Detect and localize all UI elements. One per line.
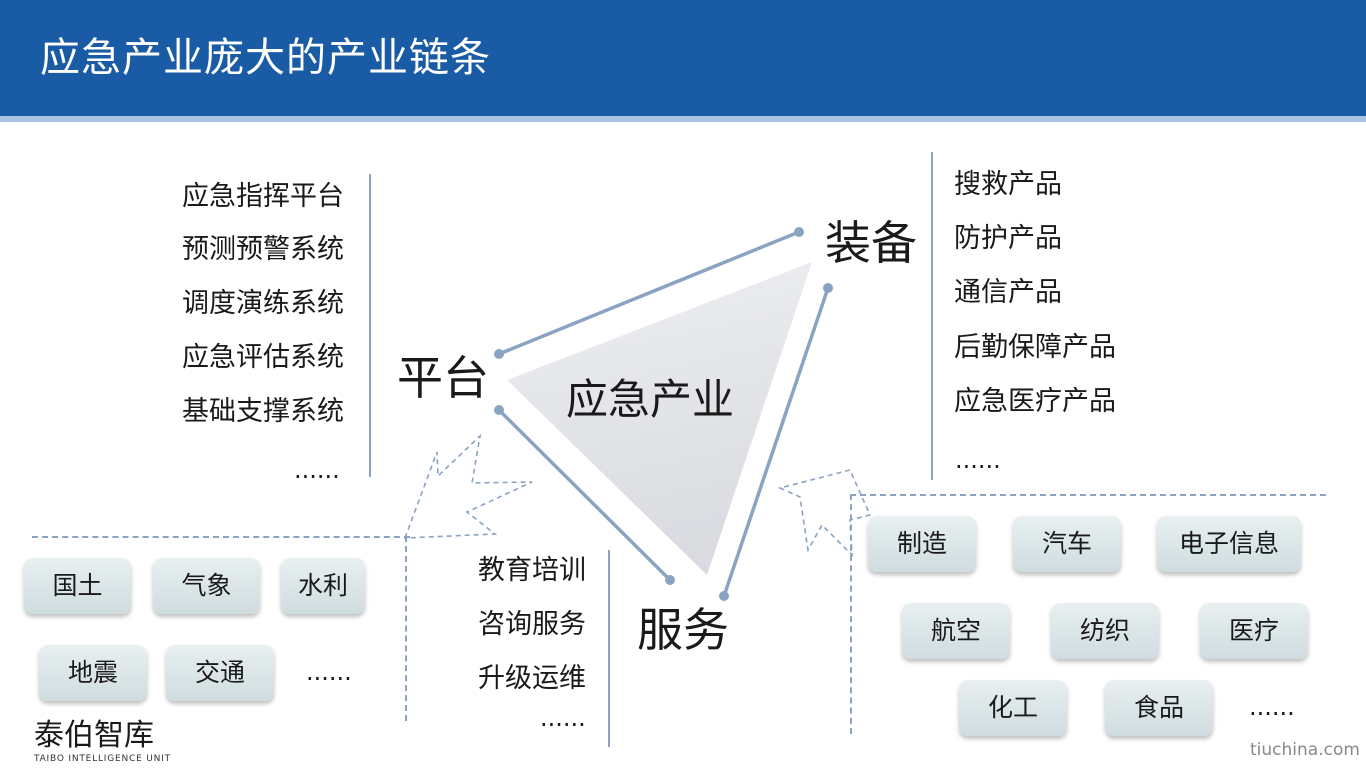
page-title: 应急产业庞大的产业链条	[40, 35, 491, 81]
center-label: 应急产业	[566, 375, 735, 424]
equipment-item: 通信产品	[954, 277, 1062, 308]
connector-dot	[494, 405, 504, 415]
industry-box: 电子信息	[1157, 516, 1301, 572]
equipment-item: ......	[955, 446, 1001, 474]
service-divider	[608, 550, 610, 747]
equipment-item: 防护产品	[954, 223, 1062, 254]
industry-box: 汽车	[1013, 516, 1121, 572]
platform-divider	[369, 174, 371, 477]
service-item: 咨询服务	[478, 609, 586, 640]
dashed-arrow-right	[777, 469, 872, 558]
equipment-item: 应急医疗产品	[954, 386, 1116, 417]
right-dashed-border	[850, 494, 1326, 496]
platform-item: 基础支撑系统	[182, 396, 344, 427]
industry-box: 食品	[1105, 680, 1213, 736]
header-bar	[0, 0, 1366, 116]
equipment-item: 后勤保障产品	[954, 332, 1116, 363]
watermark: tiuchina.com	[1250, 740, 1360, 760]
connector-dot	[719, 591, 729, 601]
industry-box: 气象	[153, 558, 260, 614]
connector-dot	[665, 575, 675, 585]
industry-box: 航空	[902, 603, 1010, 659]
right-dashed-border	[850, 494, 852, 734]
connector-dot	[794, 227, 804, 237]
connector-dot	[823, 283, 833, 293]
brand-subtitle: TAIBO INTELLIGENCE UNIT	[34, 754, 171, 764]
connector-equipment-service	[722, 287, 830, 597]
center-triangle	[507, 262, 812, 575]
platform-item: 应急指挥平台	[182, 181, 344, 212]
industry-box: 国土	[24, 558, 131, 614]
node-platform: 平台	[397, 351, 489, 405]
connector-platform-equipment	[498, 230, 800, 356]
industry-box: 医疗	[1200, 603, 1308, 659]
platform-item: ......	[294, 456, 340, 484]
equipment-divider	[931, 152, 933, 480]
service-item: 升级运维	[478, 663, 586, 694]
node-equipment: 装备	[825, 216, 917, 270]
platform-item: 调度演练系统	[182, 288, 344, 319]
right-industry-more: ......	[1249, 693, 1295, 721]
connector-dot	[494, 349, 504, 359]
industry-box: 化工	[959, 680, 1067, 736]
left-dashed-border	[405, 536, 407, 721]
node-service: 服务	[637, 603, 729, 657]
industry-box: 纺织	[1051, 603, 1159, 659]
platform-item: 应急评估系统	[182, 342, 344, 373]
industry-box: 水利	[281, 558, 365, 614]
industry-box: 交通	[166, 645, 274, 701]
platform-item: 预测预警系统	[182, 234, 344, 265]
dashed-arrow-left	[403, 433, 533, 539]
connector-service-platform	[497, 408, 672, 582]
left-industry-more: ......	[306, 658, 352, 686]
brand-logo-text: 泰伯智库	[34, 718, 154, 753]
header-stripe	[0, 116, 1366, 122]
service-item: 教育培训	[478, 555, 586, 586]
equipment-item: 搜救产品	[954, 169, 1062, 200]
service-item: ......	[540, 704, 586, 732]
industry-box: 地震	[39, 645, 147, 701]
industry-box: 制造	[868, 516, 976, 572]
left-dashed-border	[32, 536, 410, 538]
